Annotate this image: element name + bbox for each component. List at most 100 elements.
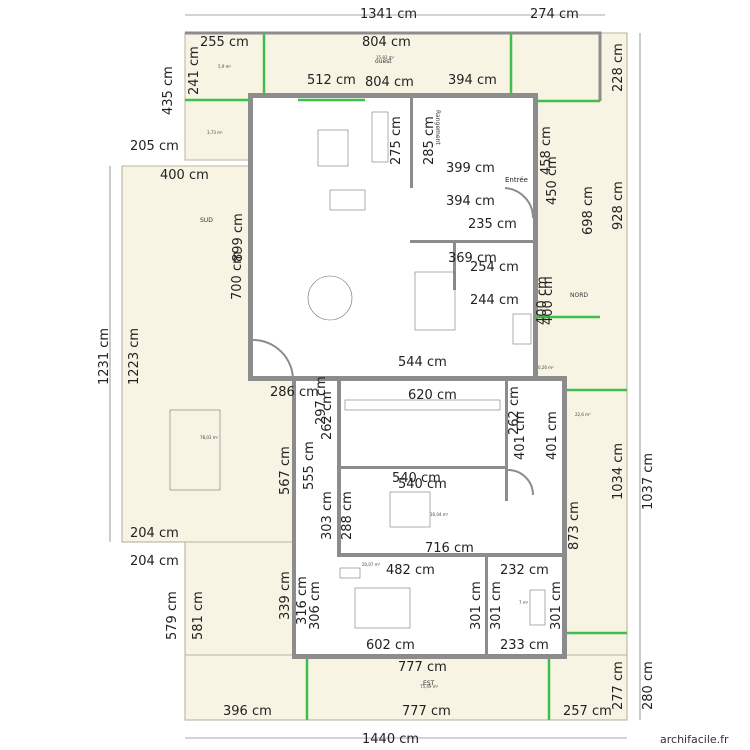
- wall-top: [248, 93, 538, 98]
- dim-total-width: 1341 cm: [360, 7, 417, 22]
- dim-399: 399 cm: [446, 161, 495, 176]
- door-arc-wc: [507, 469, 534, 496]
- dim-v-400-a: 400 cm: [535, 276, 550, 325]
- dim-v-280: 280 cm: [641, 661, 656, 710]
- dim-v-1037: 1037 cm: [641, 453, 656, 510]
- dim-v-555: 555 cm: [302, 441, 317, 490]
- wall-storage: [410, 93, 413, 188]
- dim-602: 602 cm: [366, 638, 415, 653]
- dim-v-700: 700 cm: [230, 251, 245, 300]
- dim-v-316: 316 cm: [295, 576, 310, 625]
- dim-204-b: 204 cm: [130, 554, 179, 569]
- dim-v-698: 698 cm: [581, 186, 596, 235]
- door-arc-sud: [252, 339, 294, 381]
- room-area-3: 15,83 m²: [376, 55, 395, 60]
- bed-2: [354, 587, 411, 629]
- sofa: [317, 129, 349, 167]
- dim-777-b: 777 cm: [402, 704, 451, 719]
- wall-bath: [485, 553, 488, 656]
- dim-v-262-a: 262 cm: [320, 391, 335, 440]
- dim-v-297: 297 cm: [314, 376, 329, 425]
- room-area-10: 0,26 m²: [538, 365, 554, 370]
- dim-204-a: 204 cm: [130, 526, 179, 541]
- dim-482: 482 cm: [386, 563, 435, 578]
- dim-v-1231: 1231 cm: [97, 328, 112, 385]
- dim-v-873: 873 cm: [567, 501, 582, 550]
- wall-left-upper: [248, 93, 253, 381]
- dim-right-width: 274 cm: [530, 7, 579, 22]
- wall-wc: [505, 376, 508, 501]
- dim-v-301-c: 301 cm: [549, 581, 564, 630]
- fridge: [512, 313, 532, 345]
- room-area-8: 22,6 m²: [575, 412, 591, 417]
- wall-bedroom2: [337, 553, 565, 557]
- wall-bedroom1: [337, 466, 507, 469]
- terrace-sud: [121, 165, 294, 556]
- dim-244: 244 cm: [470, 293, 519, 308]
- wall-bottom: [292, 654, 567, 659]
- bedside-table: [339, 567, 361, 579]
- room-area-9: 75,49 m²: [420, 684, 439, 689]
- dim-232: 232 cm: [500, 563, 549, 578]
- room-area-1: 5,9 m²: [218, 64, 232, 69]
- dim-804-top: 804 cm: [362, 35, 411, 50]
- label-nord: NORD: [570, 292, 588, 299]
- dim-257: 257 cm: [563, 704, 612, 719]
- bed-1: [389, 491, 431, 528]
- dining-table: [307, 275, 353, 321]
- dim-540-b: 540 cm: [398, 477, 447, 492]
- wall-right-upper: [533, 93, 538, 378]
- dim-804-mid: 804 cm: [365, 75, 414, 90]
- room-area-7: 7 m²: [519, 600, 529, 605]
- dim-v-262-b: 262 cm: [507, 386, 522, 435]
- dim-v-400-b: 400 cm: [541, 276, 556, 325]
- dim-v-306: 306 cm: [308, 581, 323, 630]
- dim-v-1034: 1034 cm: [611, 443, 626, 500]
- dim-1440: 1440 cm: [362, 732, 419, 747]
- dim-235: 235 cm: [468, 217, 517, 232]
- dim-255: 255 cm: [200, 35, 249, 50]
- room-area-6: 20,07 m²: [362, 562, 381, 567]
- label-sud: SUD: [200, 217, 213, 224]
- dim-v-1223: 1223 cm: [127, 328, 142, 385]
- dim-v-301-b: 301 cm: [489, 581, 504, 630]
- terrace-edge-outer: [121, 33, 628, 721]
- dim-540-a: 540 cm: [392, 471, 441, 486]
- dim-254: 254 cm: [470, 260, 519, 275]
- dim-v-277: 277 cm: [611, 661, 626, 710]
- dim-v-241: 241 cm: [187, 46, 202, 95]
- dim-v-450: 450 cm: [545, 156, 560, 205]
- label-rangement: Rangement: [434, 110, 441, 145]
- cabinet: [371, 111, 389, 163]
- dim-205: 205 cm: [130, 139, 179, 154]
- dim-v-579: 579 cm: [165, 591, 180, 640]
- dim-620: 620 cm: [408, 388, 457, 403]
- dim-777-a: 777 cm: [398, 660, 447, 675]
- wall-middle: [248, 376, 566, 381]
- dim-394-top: 394 cm: [448, 73, 497, 88]
- dim-400: 400 cm: [160, 168, 209, 183]
- dim-544: 544 cm: [398, 355, 447, 370]
- dim-v-228: 228 cm: [611, 43, 626, 92]
- wall-right-lower: [562, 376, 567, 658]
- dim-v-401-b: 401 cm: [545, 411, 560, 460]
- desk: [344, 399, 501, 411]
- dim-716: 716 cm: [425, 541, 474, 556]
- coffee-table: [329, 189, 366, 211]
- wall-left-lower: [292, 376, 296, 658]
- dim-v-339: 339 cm: [278, 571, 293, 620]
- dim-233: 233 cm: [500, 638, 549, 653]
- dim-v-435: 435 cm: [161, 66, 176, 115]
- door-arc-entree: [504, 187, 535, 219]
- room-area-2: 3,73 m²: [207, 130, 223, 135]
- dim-v-288: 288 cm: [340, 491, 355, 540]
- room-area-4: 78,03 m²: [200, 435, 219, 440]
- label-ouest: ouest: [375, 58, 392, 65]
- dim-v-301-a: 301 cm: [469, 581, 484, 630]
- dim-v-275: 275 cm: [389, 116, 404, 165]
- dim-369: 369 cm: [448, 251, 497, 266]
- dim-v-285: 285 cm: [422, 116, 437, 165]
- terrace-edge-top: [185, 31, 602, 101]
- dim-396: 396 cm: [223, 704, 272, 719]
